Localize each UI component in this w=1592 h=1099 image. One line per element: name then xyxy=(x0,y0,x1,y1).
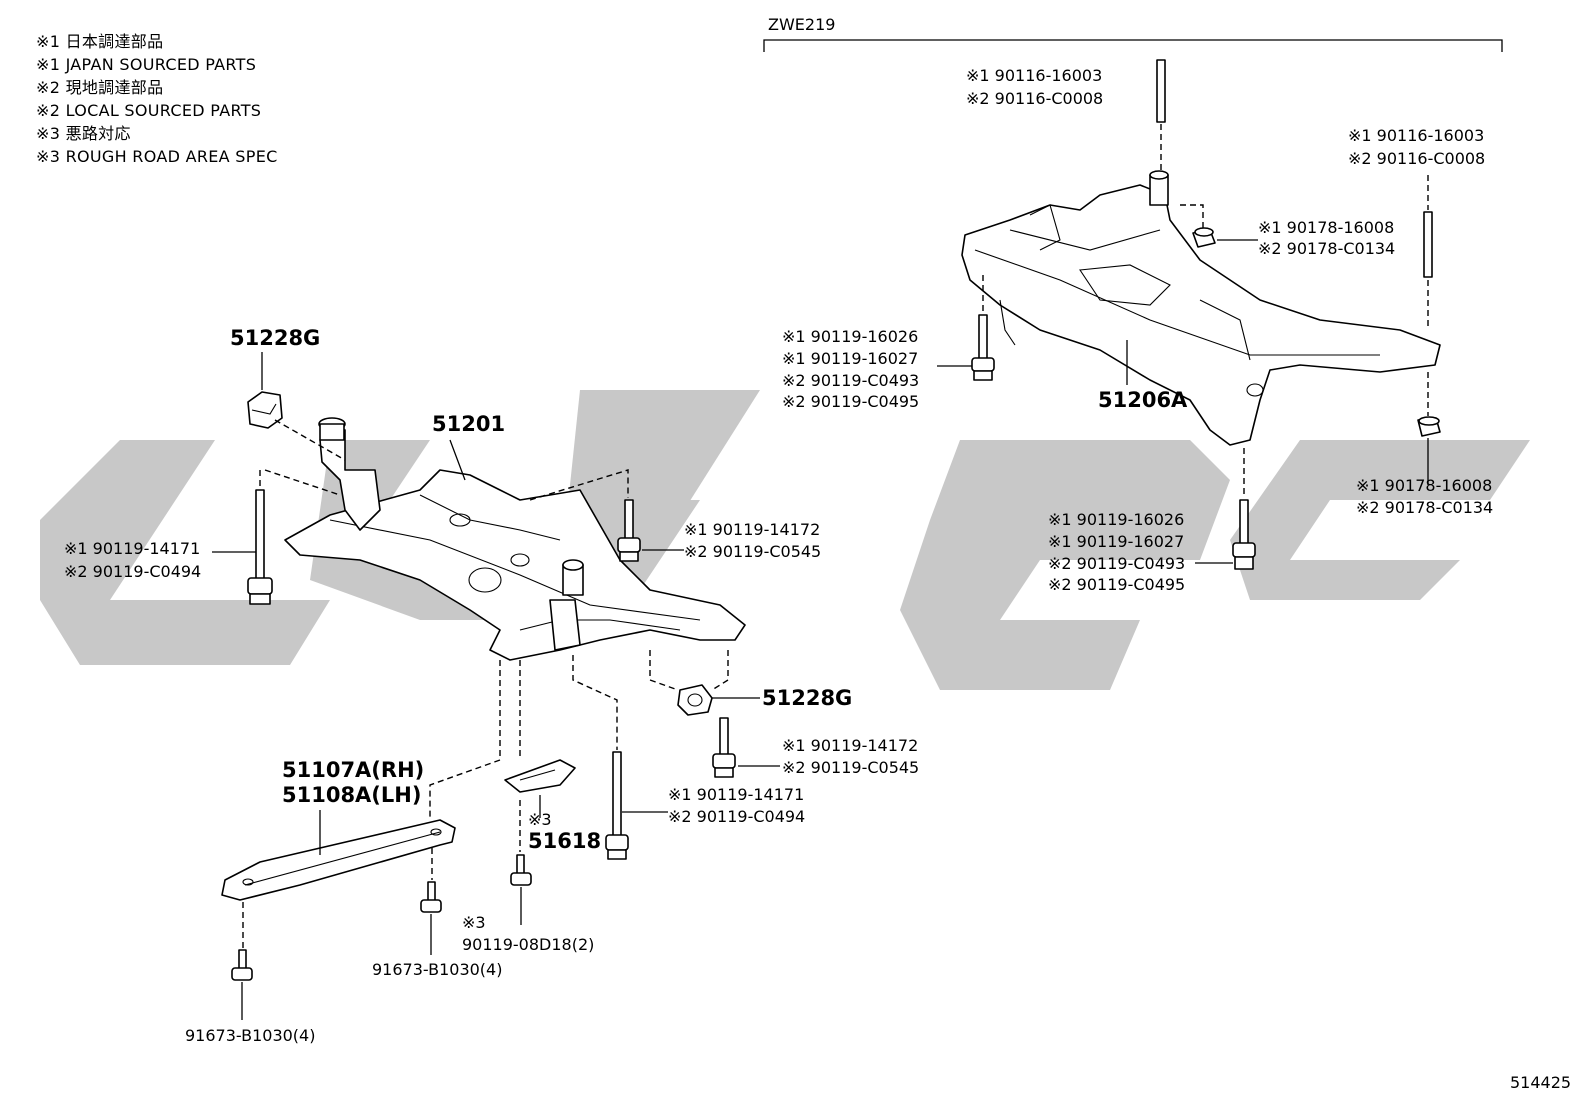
part-number: 51206A xyxy=(1098,388,1188,412)
callout-line: ※1 90119-16027 xyxy=(782,349,918,368)
callout-line: ※1 90119-14171 xyxy=(64,539,200,558)
callout-line: ※2 90119-C0545 xyxy=(684,542,821,561)
part-number: 51107A(RH) xyxy=(282,758,424,782)
nut-rear-lower xyxy=(1417,416,1441,437)
legend-line: ※2 現地調達部品 xyxy=(36,78,164,97)
part-number: 51108A(LH) xyxy=(282,783,421,807)
callout-line: 91673-B1030(4) xyxy=(372,960,502,979)
part-number: 51228G xyxy=(230,326,320,350)
bolt-cover xyxy=(510,854,532,886)
bolt-rear-center xyxy=(1232,499,1256,570)
callout-line: ※1 90119-14172 xyxy=(684,520,820,539)
legend: ※1 日本調達部品 ※1 JAPAN SOURCED PARTS ※2 現地調達… xyxy=(36,30,278,168)
callout-line: ※2 90119-C0493 xyxy=(782,371,919,390)
callout-line: ※1 90178-16008 xyxy=(1258,218,1394,237)
bushing-right xyxy=(677,684,713,716)
callout-line: ※2 90119-C0493 xyxy=(1048,554,1185,573)
front-tower-right xyxy=(549,559,584,651)
model-label: ZWE219 xyxy=(768,15,835,34)
callout-line: ※2 90119-C0495 xyxy=(782,392,919,411)
bolt-front-lower-1 xyxy=(712,717,736,778)
callout-line: ※2 90119-C0495 xyxy=(1048,575,1185,594)
callout-line: ※1 90178-16008 xyxy=(1356,476,1492,495)
stud-rear-left xyxy=(1156,59,1166,123)
callout-line: ※2 90178-C0134 xyxy=(1356,498,1493,517)
callout-line: ※1 90116-16003 xyxy=(966,66,1102,85)
bolt-front-left xyxy=(247,489,273,605)
legend-line: ※1 JAPAN SOURCED PARTS xyxy=(36,55,257,74)
rear-tower-left xyxy=(1149,170,1169,206)
callout-line: ※1 90119-16027 xyxy=(1048,532,1184,551)
callout-line: ※2 90116-C0008 xyxy=(1348,149,1485,168)
note-mark: ※3 xyxy=(462,913,486,932)
rear-crossmember-drawing xyxy=(961,184,1441,446)
bushing-top xyxy=(247,391,283,429)
callout-line: ※1 90116-16003 xyxy=(1348,126,1484,145)
callout-line: ※2 90178-C0134 xyxy=(1258,239,1395,258)
bolt-front-upper xyxy=(617,499,641,562)
legend-line: ※3 ROUGH ROAD AREA SPEC xyxy=(36,147,278,166)
bolt-brace-1 xyxy=(420,881,442,913)
bolt-brace-2 xyxy=(231,949,253,981)
callout-line: 91673-B1030(4) xyxy=(185,1026,315,1045)
part-number: 51618 xyxy=(528,829,601,853)
brace xyxy=(221,819,456,901)
legend-line: ※1 日本調達部品 xyxy=(36,32,164,51)
legend-line: ※2 LOCAL SOURCED PARTS xyxy=(36,101,262,120)
callout-line: ※2 90119-C0494 xyxy=(64,562,201,581)
front-tower-left xyxy=(318,417,381,531)
callout-line: ※1 90119-14171 xyxy=(668,785,804,804)
callout-line: ※2 90119-C0545 xyxy=(782,758,919,777)
callout-line: ※1 90119-16026 xyxy=(782,327,918,346)
callout-line: ※1 90119-16026 xyxy=(1048,510,1184,529)
part-number: 51228G xyxy=(762,686,852,710)
nut-rear-upper xyxy=(1192,227,1216,248)
callout-line: ※2 90119-C0494 xyxy=(668,807,805,826)
front-crossmember-drawing xyxy=(284,469,746,661)
figure-number: 514425 xyxy=(1510,1073,1571,1092)
bolt-front-lower-2 xyxy=(605,751,629,860)
callout-line: ※1 90119-14172 xyxy=(782,736,918,755)
part-number: 51201 xyxy=(432,412,505,436)
bolt-rear-left xyxy=(971,314,995,381)
cover-plate xyxy=(504,759,576,793)
stud-rear-right xyxy=(1423,211,1433,278)
note-mark: ※3 xyxy=(528,810,552,829)
legend-line: ※3 悪路対応 xyxy=(36,124,131,143)
callout-line: ※2 90116-C0008 xyxy=(966,89,1103,108)
model-bracket: ZWE219 xyxy=(763,15,1503,52)
callout-line: 90119-08D18(2) xyxy=(462,935,594,954)
